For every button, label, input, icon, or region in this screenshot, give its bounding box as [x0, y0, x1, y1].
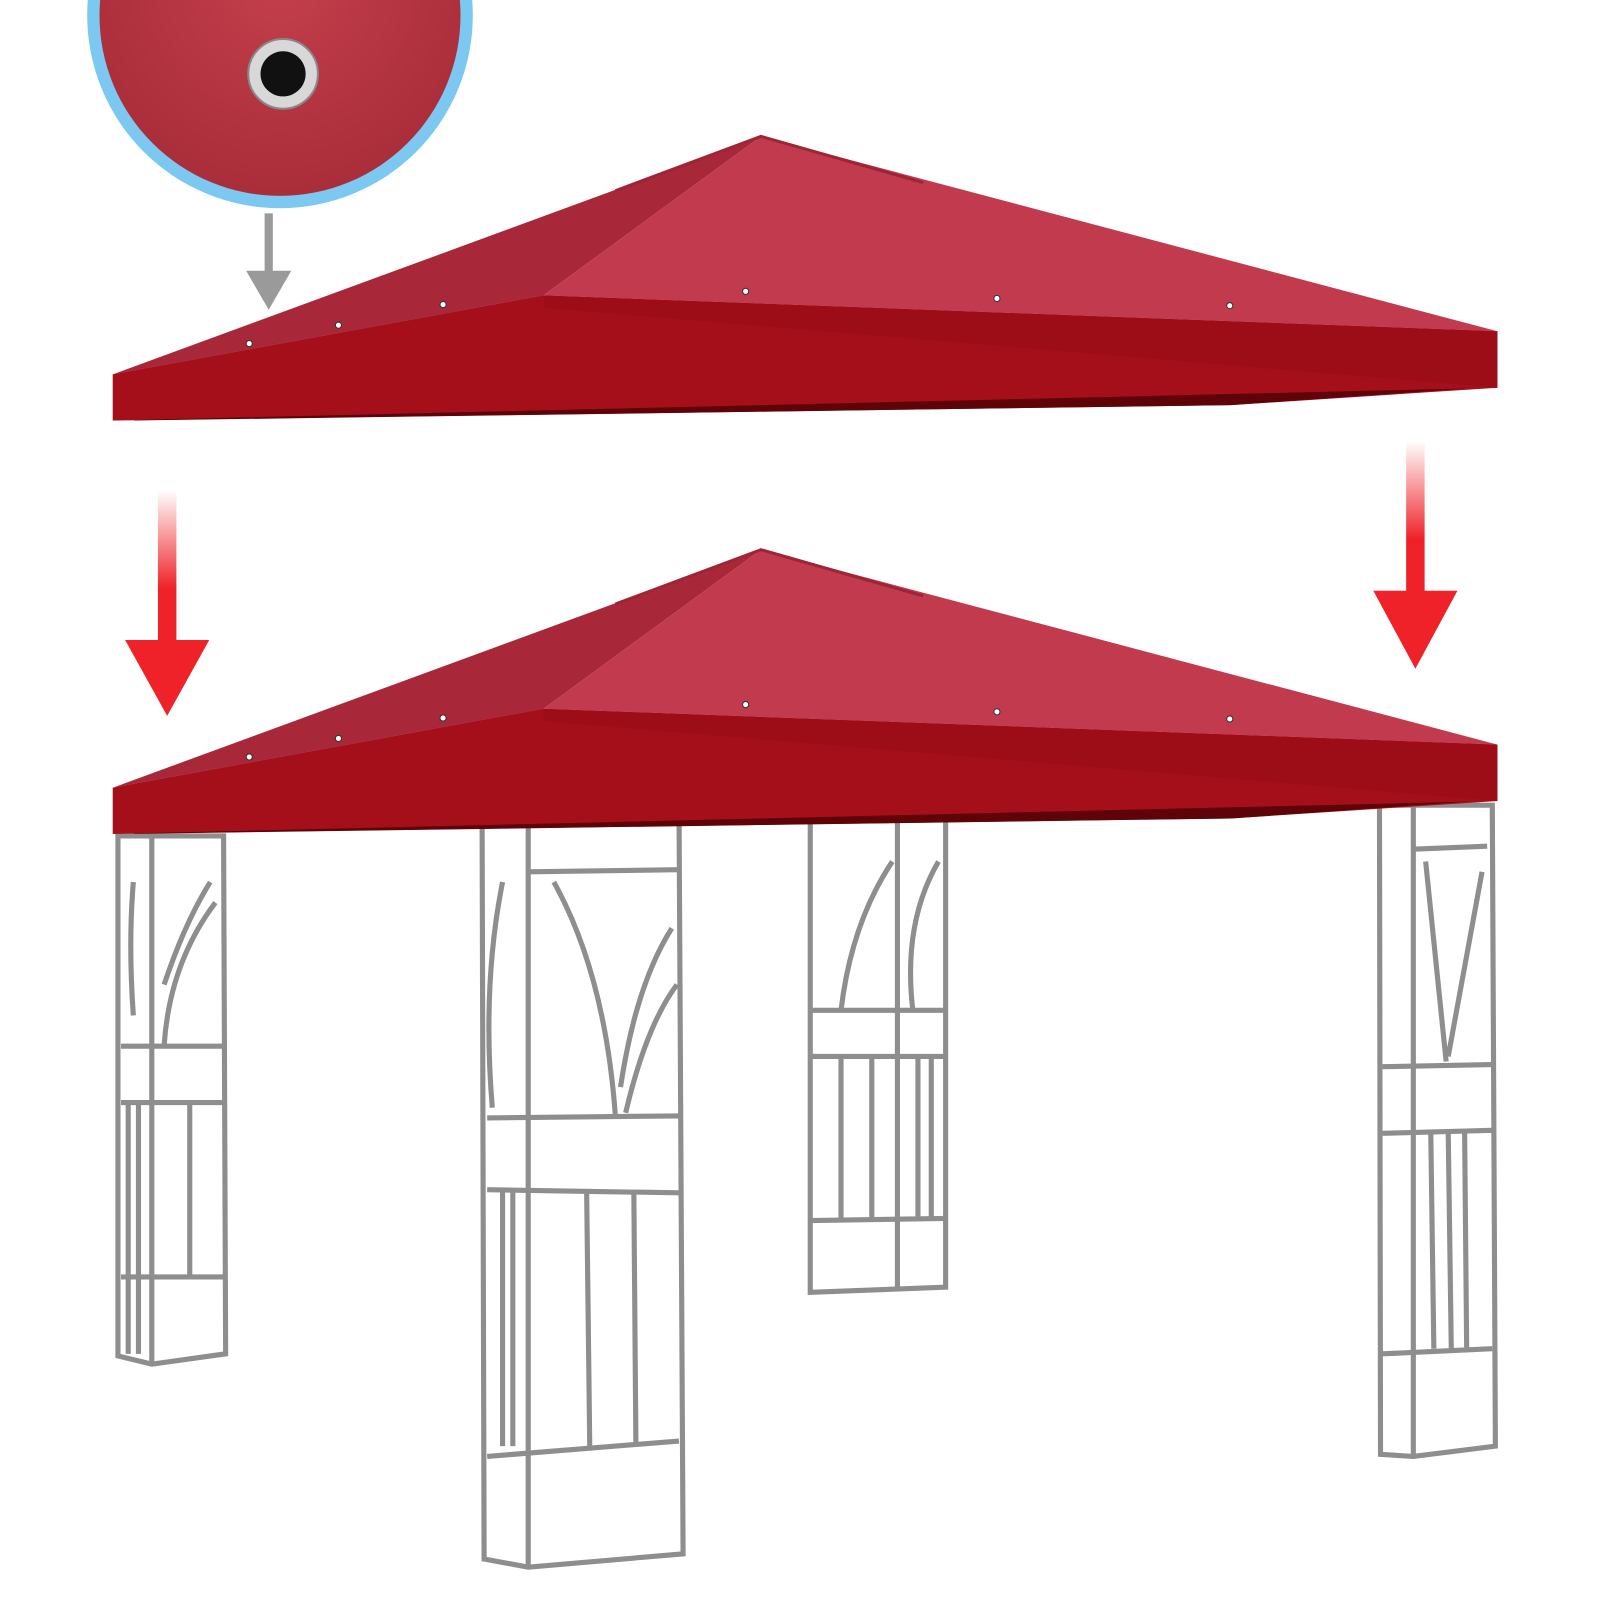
arrow-down-icon — [125, 490, 210, 716]
canopy-installed — [111, 548, 1499, 836]
pillar-front-right — [1376, 802, 1498, 1459]
pillar-back-center — [807, 792, 949, 1295]
pillar-front-center — [479, 797, 686, 1570]
pillar-front-left — [115, 833, 229, 1367]
arrow-down-icon — [1373, 441, 1458, 669]
grommet-icon — [247, 37, 319, 110]
gazebo-frame — [115, 792, 1498, 1570]
grommet-detail-inset — [87, 0, 473, 209]
arrow-down-icon — [246, 213, 292, 310]
